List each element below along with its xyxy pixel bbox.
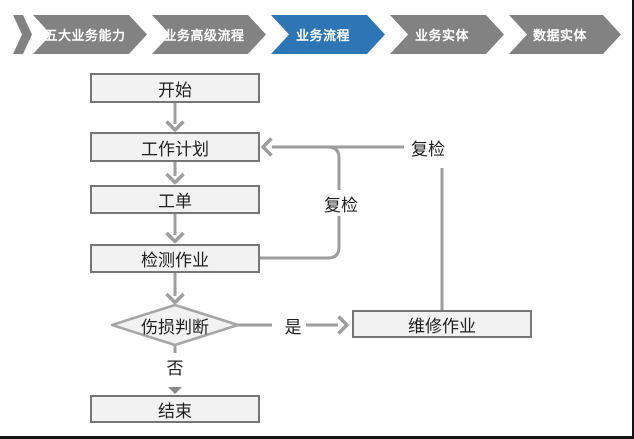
- node-damage-decision-label: 伤损判断: [141, 317, 209, 337]
- breadcrumb-step-high-level-process[interactable]: 业务高级流程: [152, 15, 266, 54]
- connector-plan-to-order: [165, 162, 185, 185]
- node-work-order: 工单: [90, 185, 260, 214]
- connector-recheck-into-plan: [261, 137, 404, 157]
- connector-inspect-to-decision: [165, 273, 185, 305]
- breadcrumb-step-five-capabilities[interactable]: 五大业务能力: [33, 15, 147, 54]
- node-inspection: 检测作业: [90, 244, 260, 273]
- chevron-lead-arrow-icon: [13, 15, 32, 54]
- edge-label-yes: 是: [282, 313, 304, 337]
- breadcrumb-step-business-entity[interactable]: 业务实体: [390, 15, 504, 54]
- node-start: 开始: [90, 73, 260, 103]
- edge-label-recheck-left: 复检: [318, 190, 364, 216]
- arrowhead-into-end: [168, 387, 182, 394]
- edge-label-recheck-right: 复检: [405, 134, 451, 160]
- connector-decision-to-repair: [238, 315, 349, 335]
- breadcrumb-step-business-process-active[interactable]: 业务流程: [271, 15, 385, 54]
- decision-diamond-shape: [110, 303, 240, 347]
- connector-order-to-inspect: [165, 214, 185, 244]
- breadcrumb-step-data-entity[interactable]: 数据实体: [509, 15, 621, 54]
- connector-start-to-plan: [165, 103, 185, 132]
- node-work-plan: 工作计划: [90, 132, 260, 162]
- edge-label-no: 否: [164, 354, 186, 378]
- connector-inspect-recheck-loop: [260, 145, 341, 260]
- node-repair: 维修作业: [352, 310, 532, 338]
- node-end: 结束: [90, 395, 260, 423]
